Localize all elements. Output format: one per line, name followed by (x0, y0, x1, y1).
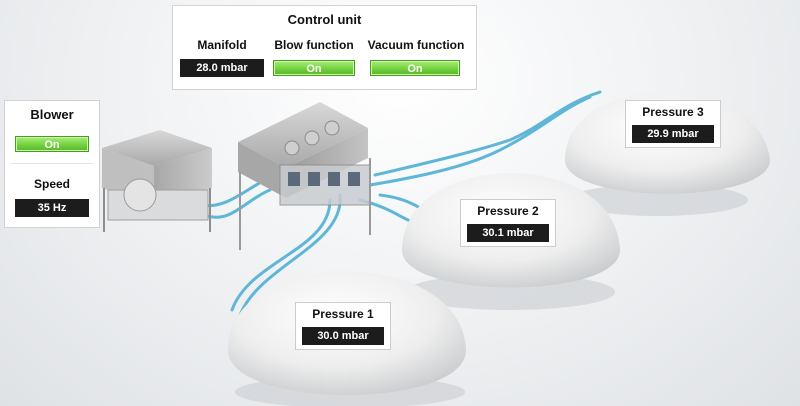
pressure-3-readout: 29.9 mbar (632, 125, 714, 143)
pressure-3-label: Pressure 3 (642, 105, 704, 119)
blower-divider (11, 163, 93, 164)
pressure-2-box: Pressure 2 30.1 mbar (460, 199, 556, 247)
pressure-2-label: Pressure 2 (477, 204, 539, 218)
pressure-1-box: Pressure 1 30.0 mbar (295, 302, 391, 350)
blower-title: Blower (30, 107, 74, 122)
manifold-readout: 28.0 mbar (180, 59, 264, 77)
blower-unit (102, 130, 212, 232)
blower-panel: Blower On Speed 35 Hz (4, 100, 100, 228)
pressure-1-readout: 30.0 mbar (302, 327, 384, 345)
pressure-2-readout: 30.1 mbar (467, 224, 549, 242)
speed-readout: 35 Hz (15, 199, 89, 217)
vacuum-function-cell: Vacuum function On (364, 38, 468, 76)
control-unit-title: Control unit (287, 12, 362, 27)
blower-toggle[interactable]: On (15, 136, 89, 152)
control-box (238, 102, 371, 250)
speed-label: Speed (33, 177, 70, 191)
vacuum-function-toggle[interactable]: On (370, 60, 460, 76)
pressure-3-box: Pressure 3 29.9 mbar (625, 100, 721, 148)
blow-function-cell: Blow function On (269, 38, 359, 76)
control-unit-panel: Control unit Manifold 28.0 mbar Blow fun… (172, 5, 477, 90)
manifold-label: Manifold (197, 38, 247, 52)
dome-shadow (568, 184, 748, 216)
blow-function-label: Blow function (274, 38, 354, 52)
blow-function-toggle[interactable]: On (273, 60, 355, 76)
manifold-cell: Manifold 28.0 mbar (180, 38, 264, 77)
vacuum-function-label: Vacuum function (367, 38, 465, 52)
pressure-1-label: Pressure 1 (312, 307, 374, 321)
